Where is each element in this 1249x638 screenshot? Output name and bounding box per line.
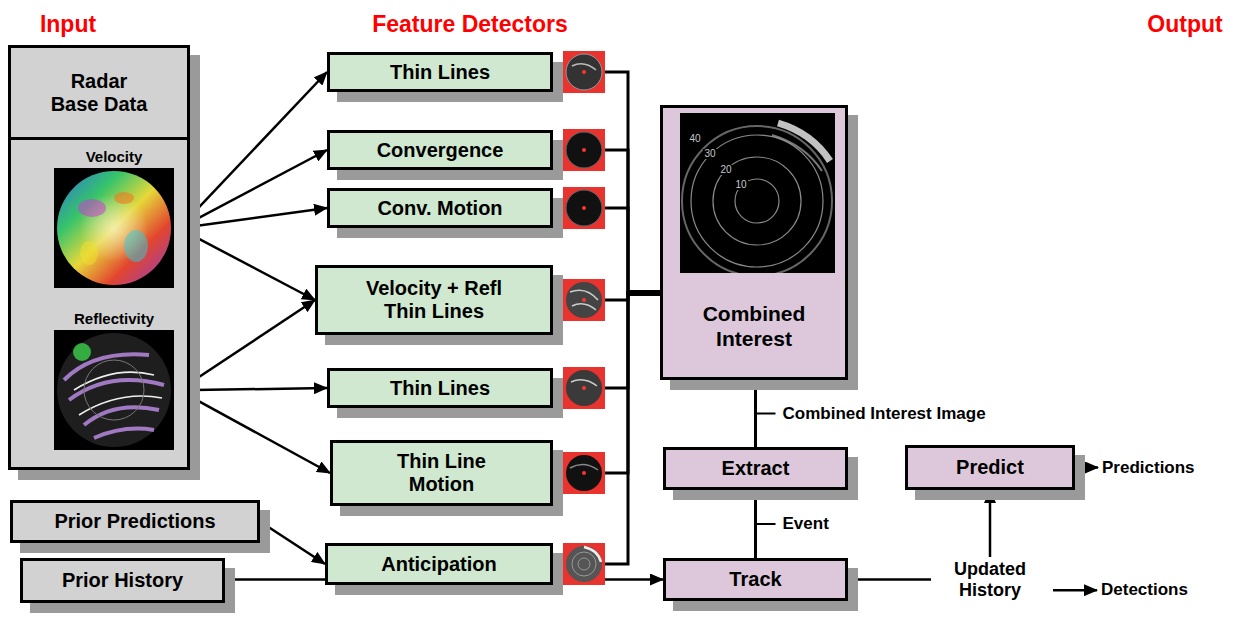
radar-image-box: Reflectivity — [49, 310, 179, 460]
connector — [553, 72, 660, 293]
radar-image-box: Velocity — [49, 148, 179, 298]
range-number: 30 — [703, 149, 716, 159]
edge-label: Event — [781, 514, 831, 534]
connector-line — [179, 388, 327, 390]
connector — [553, 293, 660, 564]
connector — [179, 388, 327, 390]
thumbnail — [563, 51, 605, 93]
detector-box: Velocity + Refl Thin Lines — [315, 265, 553, 335]
connector-line — [628, 291, 660, 296]
connector-line — [553, 293, 660, 564]
detector-box: Thin Line Motion — [330, 440, 553, 506]
range-number: 40 — [688, 134, 701, 144]
connector — [179, 150, 327, 228]
node-text: Reflectivity — [74, 310, 154, 327]
connector-line — [628, 291, 660, 296]
reflectivity-image — [54, 330, 174, 450]
column-heading: Input — [40, 11, 96, 38]
connector-line — [179, 390, 330, 473]
node-text: Prior Predictions — [54, 510, 215, 533]
connector-line — [1053, 589, 1097, 592]
connector-line — [628, 291, 660, 296]
node-text: Anticipation — [381, 553, 497, 576]
connector-line — [756, 413, 776, 415]
node-text: Velocity + Refl Thin Lines — [359, 277, 509, 323]
connector-line — [628, 291, 660, 296]
thumbnail — [563, 279, 605, 321]
process-box: Track — [663, 558, 848, 601]
node-text: Prior History — [62, 569, 183, 592]
thumbnail — [563, 129, 605, 171]
range-number: 20 — [719, 165, 732, 175]
detector-box: Thin Lines — [327, 368, 553, 408]
node-text: Radar Base Data — [49, 70, 149, 116]
output-label: Detections — [1099, 580, 1190, 600]
input-panel: Radar Base DataVelocity Reflectivity — [8, 45, 190, 470]
panel-header: Radar Base Data — [11, 48, 187, 140]
column-heading: Feature Detectors — [372, 11, 568, 38]
connector — [179, 72, 327, 228]
input-box: Prior History — [20, 558, 225, 603]
detector-box: Thin Lines — [327, 52, 553, 92]
node-text: Thin Line Motion — [377, 450, 507, 496]
connector-line — [179, 300, 315, 390]
detector-box: Anticipation — [325, 543, 553, 585]
connector-line — [756, 523, 776, 525]
node-text: Combined Interest — [684, 302, 824, 350]
connector — [260, 522, 325, 565]
connector-line — [553, 72, 660, 293]
connector-line — [628, 291, 660, 296]
connector-line — [179, 208, 327, 228]
node-text: Thin Lines — [390, 61, 490, 84]
connector-line — [179, 150, 327, 228]
node-text: Track — [729, 568, 781, 591]
thumbnail — [563, 187, 605, 229]
velocity-image — [54, 168, 174, 288]
connector-line — [179, 228, 315, 300]
node-text: Predict — [956, 456, 1024, 479]
node-text: Velocity — [86, 148, 143, 165]
node-text: Extract — [722, 457, 790, 480]
detector-box: Convergence — [327, 130, 553, 170]
thumbnail — [563, 367, 605, 409]
thumbnail — [563, 452, 605, 494]
connector — [179, 390, 330, 473]
edge-label: Updated History — [931, 557, 1049, 602]
detector-box: Conv. Motion — [327, 188, 553, 228]
process-box: Extract — [663, 447, 848, 490]
connector — [756, 490, 776, 558]
connector-line — [260, 522, 325, 565]
range-number: 10 — [734, 180, 747, 190]
connector — [553, 150, 660, 293]
node-text: Thin Lines — [390, 377, 490, 400]
connector — [179, 208, 327, 228]
connector-line — [1075, 466, 1098, 469]
connector-line — [628, 291, 660, 296]
node-text: Conv. Motion — [377, 197, 502, 220]
process-box: Predict — [905, 445, 1075, 490]
output-label: Predictions — [1100, 458, 1197, 478]
combine-box: Combined Interest 40302010 — [660, 105, 848, 380]
connector-line — [628, 291, 660, 296]
connector-line — [179, 72, 327, 228]
combined-image — [680, 113, 835, 273]
connector — [756, 380, 776, 447]
connector — [179, 228, 315, 300]
column-heading: Output — [1147, 11, 1222, 38]
connector — [179, 300, 315, 390]
node-text: Convergence — [377, 139, 504, 162]
connector-line — [553, 150, 660, 293]
input-box: Prior Predictions — [10, 500, 260, 543]
edge-label: Combined Interest Image — [781, 404, 988, 424]
thumbnail — [563, 543, 605, 585]
